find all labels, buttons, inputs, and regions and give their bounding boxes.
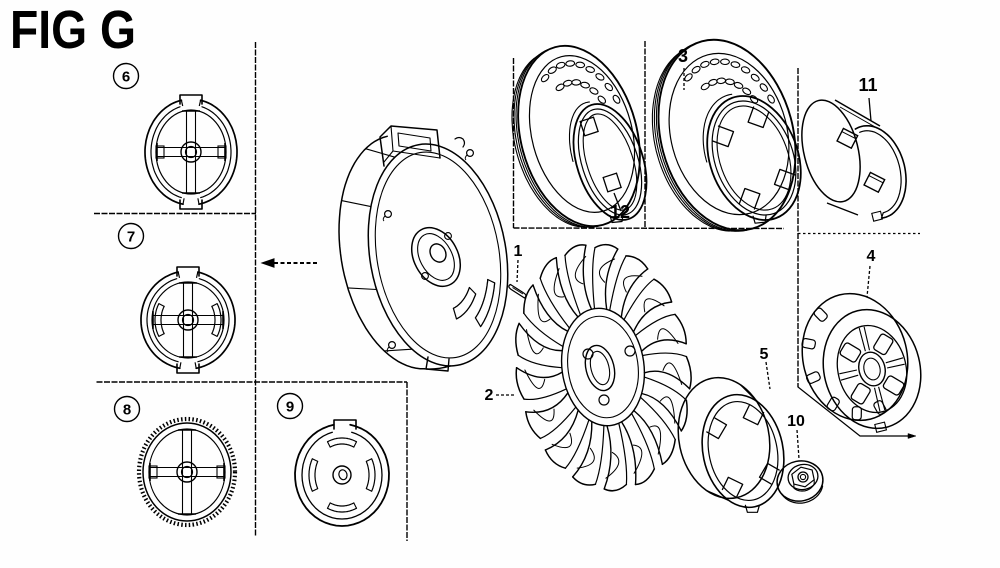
svg-text:11: 11	[858, 75, 877, 95]
svg-text:12: 12	[610, 202, 630, 222]
svg-text:10: 10	[787, 413, 805, 430]
svg-text:5: 5	[760, 346, 769, 363]
svg-text:7: 7	[127, 229, 135, 246]
svg-text:4: 4	[867, 248, 876, 265]
svg-text:3: 3	[678, 46, 688, 66]
svg-text:1: 1	[514, 243, 523, 260]
svg-text:2: 2	[485, 387, 494, 404]
svg-text:9: 9	[286, 399, 294, 416]
svg-text:FIG G: FIG G	[10, 0, 136, 60]
svg-text:6: 6	[122, 69, 130, 86]
svg-text:8: 8	[123, 402, 131, 419]
